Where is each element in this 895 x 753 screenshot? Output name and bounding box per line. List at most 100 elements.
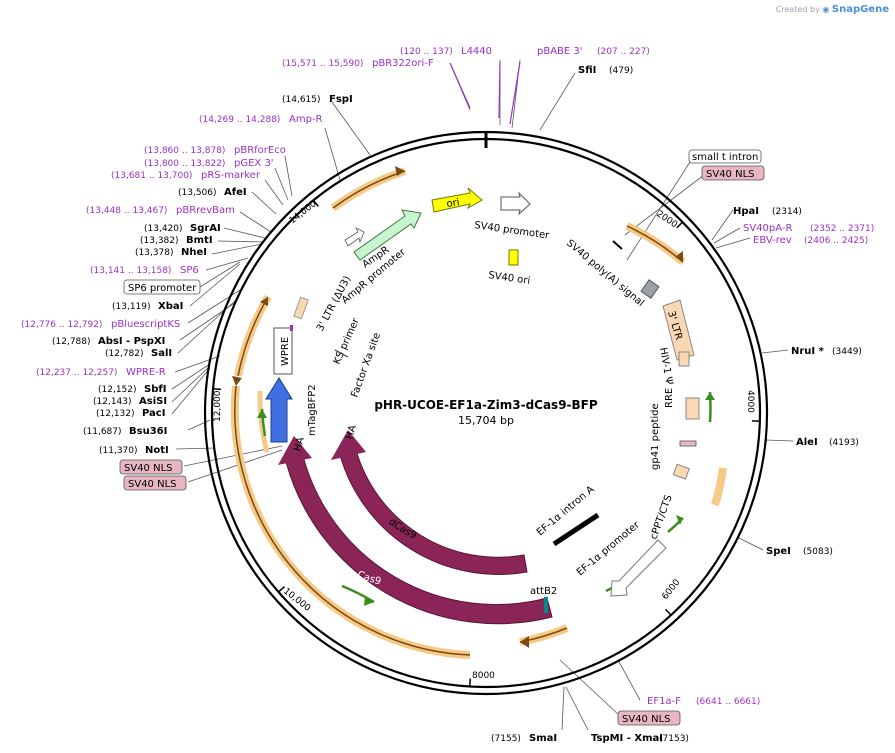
amp-r-label[interactable]: Amp-R [289, 114, 323, 125]
tick-mark-0 [676, 221, 684, 229]
ampr-promoter-arrow[interactable] [344, 227, 365, 247]
hiv-psi-box[interactable] [678, 351, 690, 367]
small-t-intron-box[interactable] [688, 149, 762, 164]
absi-label[interactable]: AbsI - PspXI [98, 336, 165, 347]
bsu36i-label[interactable]: Bsu36I [129, 426, 167, 437]
backbone [203, 130, 769, 696]
ltr5-box[interactable] [293, 296, 309, 320]
pbrforeco-label[interactable]: pBRforEco [234, 145, 286, 156]
ha-label-2: HA [344, 424, 359, 441]
sv40-nls-label-left-1: SV40 NLS [124, 463, 173, 474]
sv40-polya-marker[interactable] [612, 240, 623, 250]
sfii-label[interactable]: SfiI [578, 65, 596, 76]
fspi-label[interactable]: FspI [329, 94, 353, 105]
ampr-arrow[interactable] [353, 209, 422, 261]
leader-prs [264, 179, 284, 206]
ori-feature[interactable]: ori [431, 187, 483, 213]
primer-mark-l4440 [498, 61, 501, 119]
cppt-box[interactable] [672, 463, 690, 480]
prs-marker-label[interactable]: pRS-marker [201, 170, 261, 181]
credit-prefix: Created by [775, 5, 820, 14]
sv40-nls-box-right[interactable] [701, 165, 765, 181]
ebv-rev-label[interactable]: EBV-rev [753, 235, 792, 246]
asisi-label[interactable]: AsiSI [139, 396, 167, 407]
cas9-arrow-body[interactable] [285, 455, 553, 625]
misc-feature-arc-1[interactable] [330, 167, 407, 212]
mtagbfp2-feature[interactable]: mTagBFP2 [265, 377, 318, 443]
pgex-label[interactable]: pGEX 3' [234, 158, 274, 169]
pbrforeco-pos: (13,860 .. 13,878) [144, 146, 225, 156]
sv40-nls-box-left-1[interactable] [119, 459, 183, 475]
sbfi-label[interactable]: SbfI [144, 384, 166, 395]
ef1a-f-label[interactable]: EF1a-F [647, 696, 681, 707]
pbr322ori-label[interactable]: pBR322ori-F [372, 58, 434, 69]
ef1a-promoter-arrow[interactable] [610, 539, 667, 597]
paci-label[interactable]: PacI [142, 408, 165, 419]
sv40-nls-box-left-2[interactable] [123, 475, 187, 491]
ef1a-intron-bar[interactable] [552, 512, 600, 547]
pbrrevbam-label[interactable]: pBRrevBam [176, 205, 235, 216]
dcas9-arrow-body[interactable] [339, 449, 528, 575]
left-labels: (14,615) FspI (14,269 .. 14,288) Amp-R (… [21, 94, 353, 491]
sv40-nls-box-bottom[interactable] [617, 710, 681, 726]
sali-label[interactable]: SalI [151, 348, 172, 359]
ef1a-f-pos: (6641 .. 6661) [696, 697, 760, 707]
leader-noti [175, 447, 216, 450]
mtagbfp2-arrow[interactable] [265, 377, 293, 443]
nrui-pos: (3449) [832, 347, 862, 357]
leader-smai [561, 686, 565, 731]
xmai-label[interactable]: TspMI - XmaI [591, 733, 663, 744]
spei-pos: (5083) [803, 547, 833, 557]
gp41-box[interactable] [679, 440, 697, 447]
ampr-feature[interactable]: AmpR AmpR promoter [340, 209, 422, 306]
xbai-label[interactable]: XbaI [158, 301, 183, 312]
wpre-box[interactable] [273, 327, 293, 375]
ltr3-box[interactable] [662, 299, 695, 361]
hpai-label[interactable]: HpaI [733, 206, 759, 217]
leader-wpre-r [174, 355, 221, 373]
wpre-r-pos: (12,237 .. 12,257) [36, 368, 117, 378]
sp6-promoter-box[interactable] [123, 279, 201, 295]
sv40-ori-box[interactable] [508, 249, 519, 266]
rre-box[interactable] [685, 397, 700, 420]
pbluescriptks-label[interactable]: pBluescriptKS [111, 319, 180, 330]
sgrai-label[interactable]: SgrAI [190, 223, 221, 234]
pbabe-label[interactable]: pBABE 3' [537, 46, 583, 57]
bmti-label[interactable]: BmtI [186, 235, 213, 246]
amp-r-pos: (14,269 .. 14,288) [199, 115, 280, 125]
sp6-label[interactable]: SP6 [180, 265, 199, 276]
nhei-label[interactable]: NheI [181, 247, 207, 258]
pbluescriptks-pos: (12,776 .. 12,792) [21, 320, 102, 330]
spei-label[interactable]: SpeI [766, 546, 791, 557]
smai-label[interactable]: SmaI [529, 733, 557, 744]
noti-label[interactable]: NotI [145, 445, 169, 456]
attb2-marker[interactable] [544, 597, 548, 613]
smai-pos: (7155) [491, 734, 521, 744]
afei-label[interactable]: AfeI [224, 187, 247, 198]
attb2-label: attB2 [530, 586, 557, 597]
nrui-label[interactable]: NruI * [791, 346, 825, 357]
leader-pgex [274, 167, 289, 201]
green-head-1 [705, 392, 715, 400]
sv40-promoter-arrow[interactable] [500, 191, 531, 216]
sv40-promoter-label: SV40 promoter [474, 220, 551, 242]
ori-arrow[interactable] [431, 187, 483, 213]
pbabe-pos: (207 .. 227) [597, 47, 650, 57]
snapgene-logo-icon: ◉ [822, 5, 830, 14]
small-t-intron-label: small t intron [692, 152, 758, 163]
alei-label[interactable]: AleI [796, 437, 818, 448]
paci-pos: (12,132) [96, 409, 135, 419]
misc-feature-arc-6[interactable] [257, 390, 270, 453]
wpre-r-label[interactable]: WPRE-R [126, 367, 166, 378]
tick-label-14000: 14,000 [288, 199, 319, 226]
wpre-feature[interactable]: WPRE [273, 327, 293, 375]
primer-marks [449, 61, 521, 125]
leader-sp6 [205, 257, 249, 271]
misc-feature-arc-3[interactable] [711, 467, 727, 507]
sv40pa-r-label[interactable]: SV40pA-R [743, 223, 792, 234]
l4440-label[interactable]: L4440 [461, 46, 492, 57]
gray-feature-box[interactable] [640, 279, 660, 299]
misc-feature-arc-5[interactable] [234, 294, 272, 377]
misc-feature-arc-2[interactable] [625, 222, 686, 266]
sv40-promoter-feature[interactable]: SV40 promoter SV40 ori [474, 191, 551, 287]
